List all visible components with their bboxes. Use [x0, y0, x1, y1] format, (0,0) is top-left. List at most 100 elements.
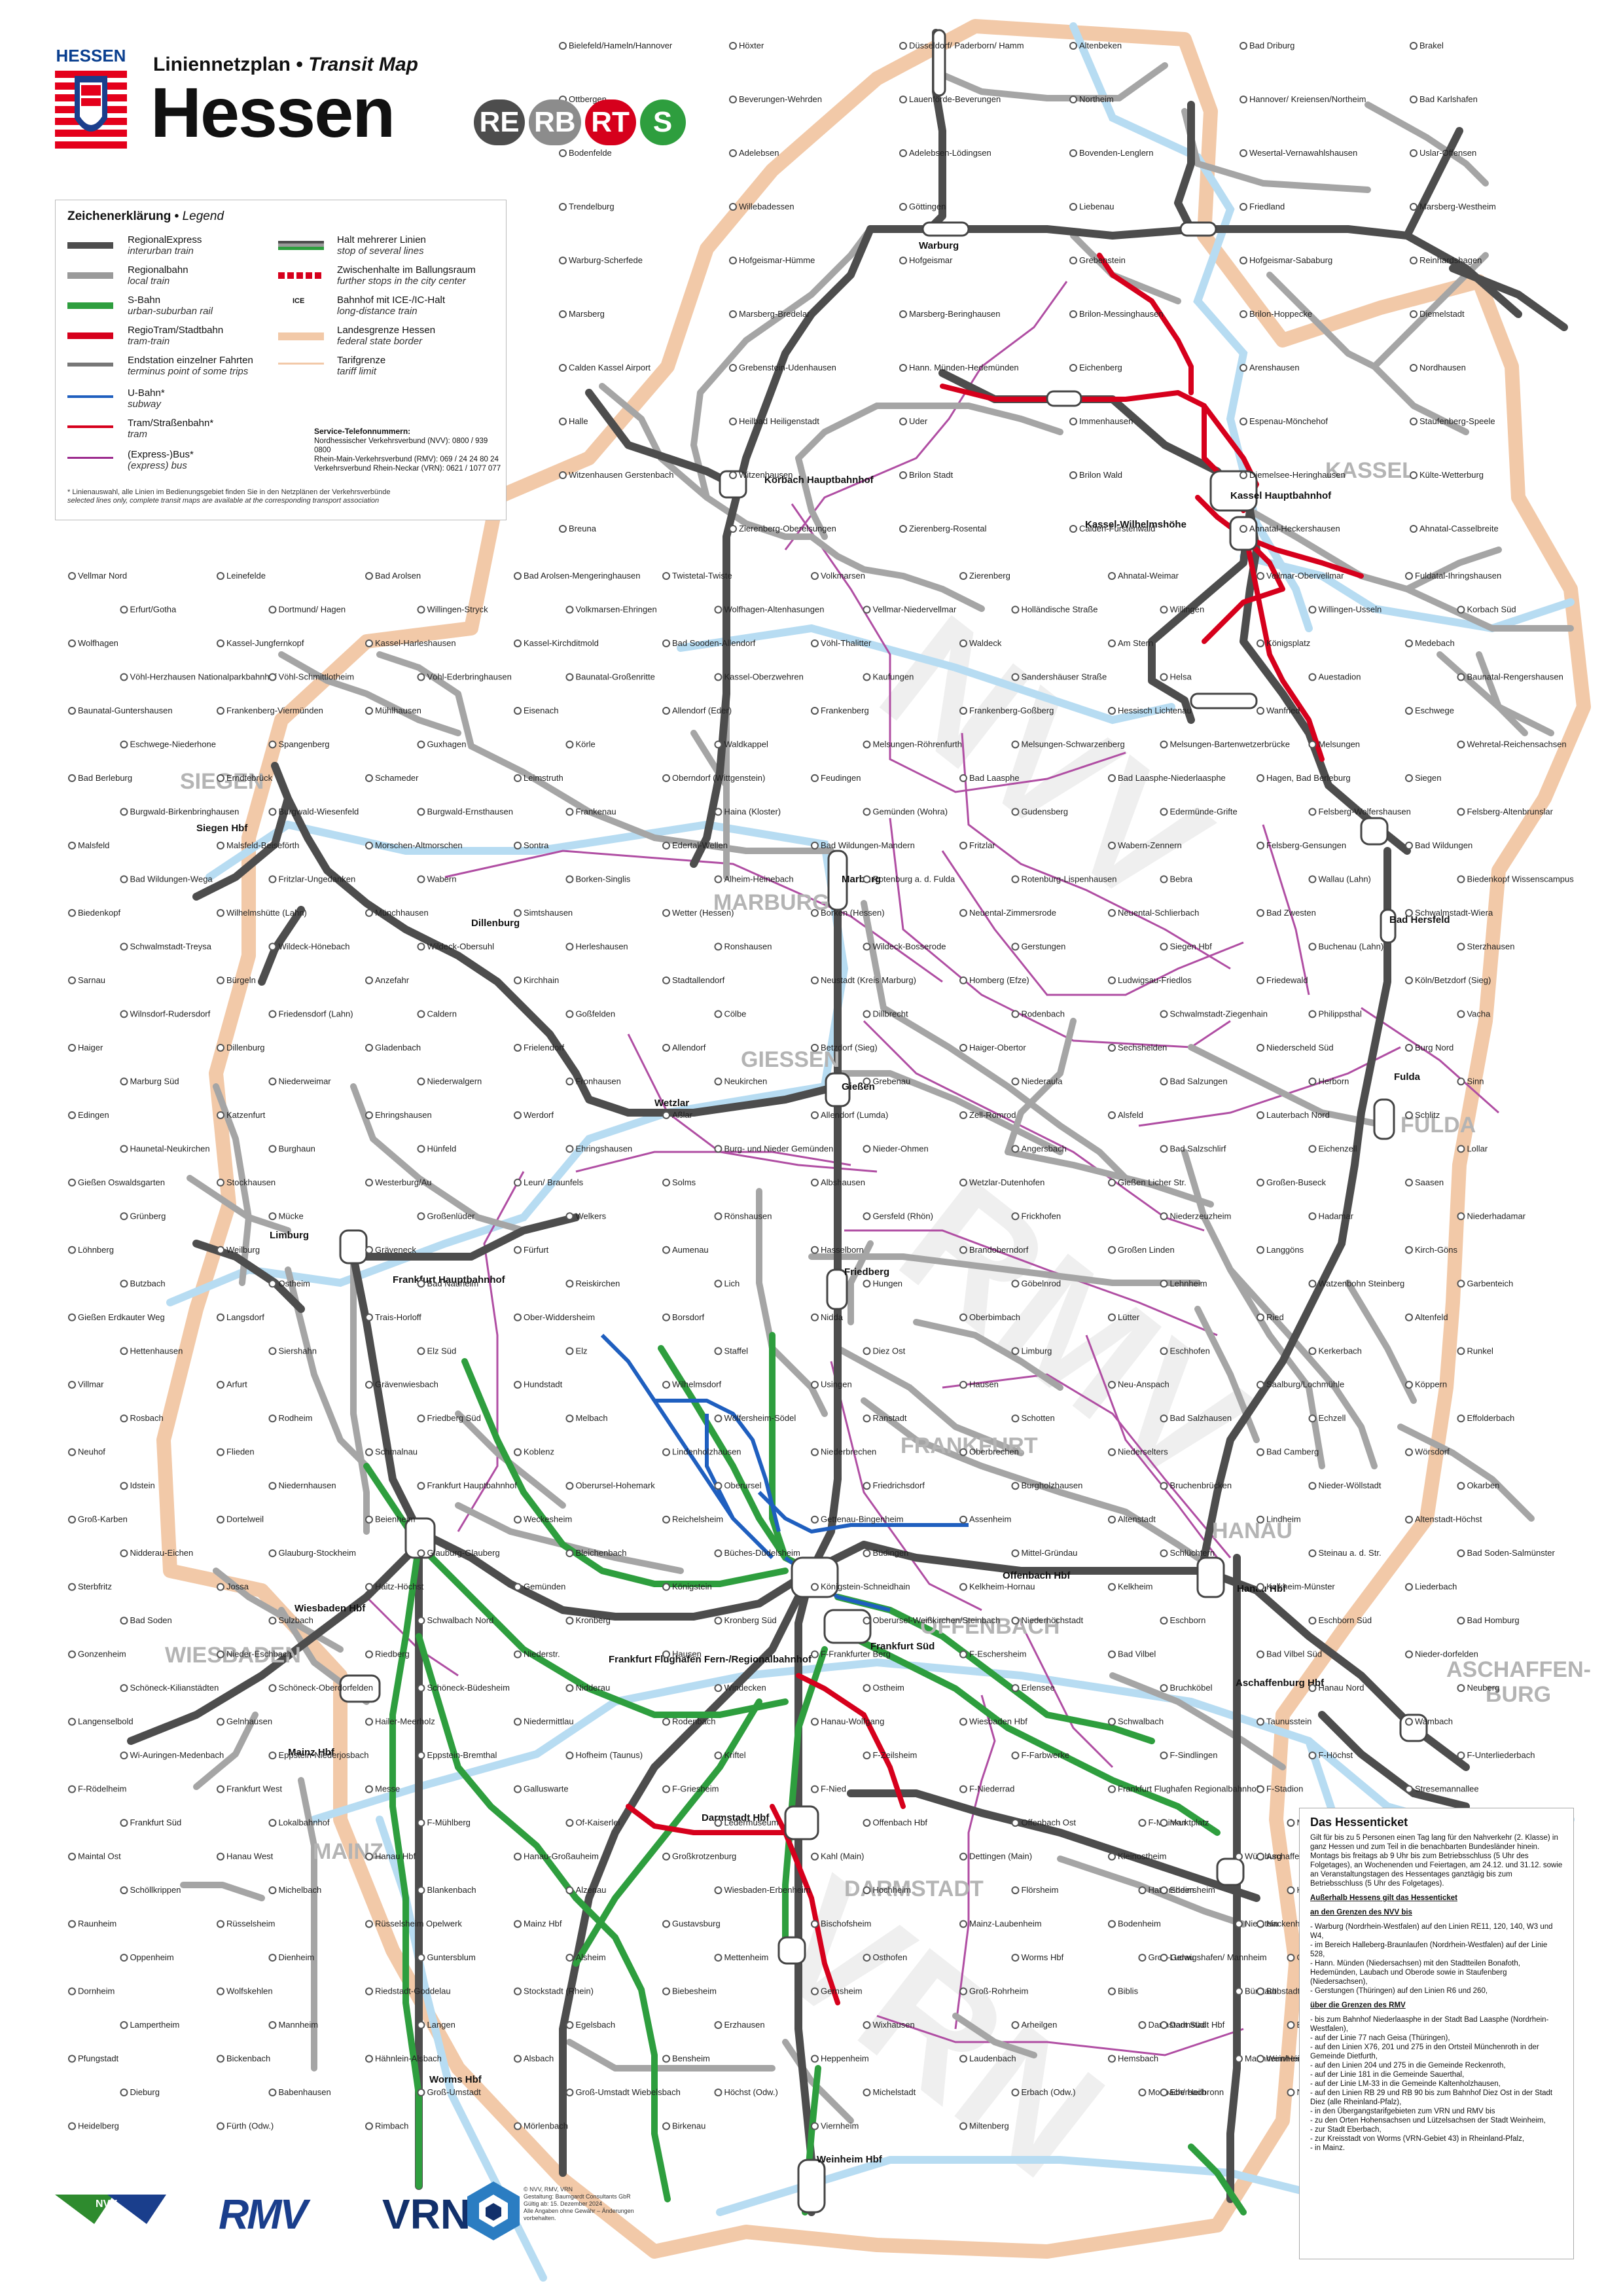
station-dot[interactable]: [714, 1482, 722, 1490]
station-dot[interactable]: [120, 605, 128, 614]
station-dot[interactable]: [217, 1785, 224, 1793]
station-dot[interactable]: [559, 42, 567, 50]
station-dot[interactable]: [1011, 1280, 1020, 1288]
station-dot[interactable]: [365, 1313, 373, 1321]
station-dot[interactable]: [565, 942, 574, 951]
station-dot[interactable]: [1011, 1751, 1020, 1760]
station-dot[interactable]: [514, 1987, 522, 1996]
station-dot[interactable]: [1108, 1852, 1116, 1861]
station-dot[interactable]: [565, 1077, 574, 1086]
station-dot[interactable]: [565, 2021, 574, 2030]
station-dot[interactable]: [1011, 1684, 1020, 1693]
station-dot[interactable]: [514, 639, 522, 647]
station-dot[interactable]: [68, 1380, 76, 1389]
station-dot[interactable]: [217, 1313, 224, 1321]
station-dot[interactable]: [417, 1077, 425, 1086]
station-dot[interactable]: [811, 1717, 819, 1726]
station-dot[interactable]: [1287, 1819, 1295, 1827]
station-dot[interactable]: [1257, 1852, 1264, 1861]
station-dot[interactable]: [417, 1954, 425, 1962]
station-pill[interactable]: [1209, 470, 1258, 512]
station-dot[interactable]: [662, 1852, 670, 1861]
station-pill[interactable]: [921, 221, 970, 237]
station-dot[interactable]: [217, 1987, 224, 1996]
station-dot[interactable]: [1069, 149, 1077, 157]
station-dot[interactable]: [120, 2021, 128, 2030]
station-dot[interactable]: [120, 1145, 128, 1153]
station-dot[interactable]: [662, 908, 670, 917]
station-dot[interactable]: [1240, 525, 1247, 533]
station-dot[interactable]: [959, 1583, 967, 1591]
station-dot[interactable]: [514, 1043, 522, 1052]
station-dot[interactable]: [1257, 1111, 1264, 1119]
station-dot[interactable]: [1160, 875, 1168, 884]
station-dot[interactable]: [811, 1111, 819, 1119]
station-dot[interactable]: [1405, 706, 1413, 715]
station-dot[interactable]: [68, 706, 76, 715]
station-dot[interactable]: [68, 1920, 76, 1928]
station-dot[interactable]: [68, 639, 76, 647]
station-dot[interactable]: [662, 1987, 670, 1996]
station-dot[interactable]: [1257, 908, 1264, 917]
station-dot[interactable]: [1308, 605, 1317, 614]
station-dot[interactable]: [1410, 525, 1418, 533]
station-dot[interactable]: [1308, 673, 1317, 681]
station-dot[interactable]: [714, 605, 722, 614]
station-dot[interactable]: [514, 1178, 522, 1187]
station-dot[interactable]: [811, 1583, 819, 1591]
station-dot[interactable]: [1457, 1010, 1465, 1018]
station-dot[interactable]: [729, 525, 737, 533]
station-dot[interactable]: [662, 1920, 670, 1928]
station-dot[interactable]: [1287, 1886, 1295, 1895]
station-dot[interactable]: [1308, 1280, 1317, 1288]
station-dot[interactable]: [811, 1448, 819, 1456]
station-dot[interactable]: [514, 1852, 522, 1861]
station-dot[interactable]: [863, 875, 871, 884]
station-pill[interactable]: [797, 2159, 826, 2214]
station-dot[interactable]: [1108, 1111, 1116, 1119]
station-dot[interactable]: [1240, 364, 1247, 372]
station-dot[interactable]: [217, 1852, 224, 1861]
station-dot[interactable]: [662, 1717, 670, 1726]
station-dot[interactable]: [1108, 1246, 1116, 1254]
station-dot[interactable]: [1308, 1145, 1317, 1153]
station-dot[interactable]: [1405, 1246, 1413, 1254]
station-dot[interactable]: [1257, 2054, 1264, 2063]
station-dot[interactable]: [1108, 774, 1116, 782]
station-dot[interactable]: [365, 2054, 373, 2063]
station-dot[interactable]: [1257, 976, 1264, 984]
station-dot[interactable]: [811, 774, 819, 782]
station-dot[interactable]: [365, 1650, 373, 1659]
station-dot[interactable]: [565, 1886, 574, 1895]
station-dot[interactable]: [268, 1819, 277, 1827]
station-dot[interactable]: [1011, 1886, 1020, 1895]
station-pill[interactable]: [784, 1805, 819, 1840]
station-dot[interactable]: [1240, 149, 1247, 157]
station-dot[interactable]: [268, 1751, 277, 1760]
station-dot[interactable]: [863, 2089, 871, 2097]
station-dot[interactable]: [1160, 942, 1168, 951]
station-dot[interactable]: [811, 841, 819, 850]
station-dot[interactable]: [729, 203, 737, 211]
station-dot[interactable]: [565, 1751, 574, 1760]
station-dot[interactable]: [1405, 1448, 1413, 1456]
station-dot[interactable]: [68, 2054, 76, 2063]
station-dot[interactable]: [863, 1819, 871, 1827]
station-dot[interactable]: [1405, 1111, 1413, 1119]
station-dot[interactable]: [268, 1077, 277, 1086]
station-dot[interactable]: [1108, 1785, 1116, 1793]
station-dot[interactable]: [1257, 706, 1264, 715]
station-dot[interactable]: [899, 96, 907, 103]
station-dot[interactable]: [559, 149, 567, 157]
station-dot[interactable]: [565, 875, 574, 884]
station-dot[interactable]: [1108, 639, 1116, 647]
station-dot[interactable]: [217, 976, 224, 984]
station-dot[interactable]: [863, 605, 871, 614]
station-dot[interactable]: [365, 1178, 373, 1187]
station-dot[interactable]: [268, 1954, 277, 1962]
station-dot[interactable]: [417, 1819, 425, 1827]
station-dot[interactable]: [1160, 1751, 1168, 1760]
station-dot[interactable]: [899, 525, 907, 533]
station-dot[interactable]: [217, 1515, 224, 1524]
station-dot[interactable]: [811, 1650, 819, 1659]
